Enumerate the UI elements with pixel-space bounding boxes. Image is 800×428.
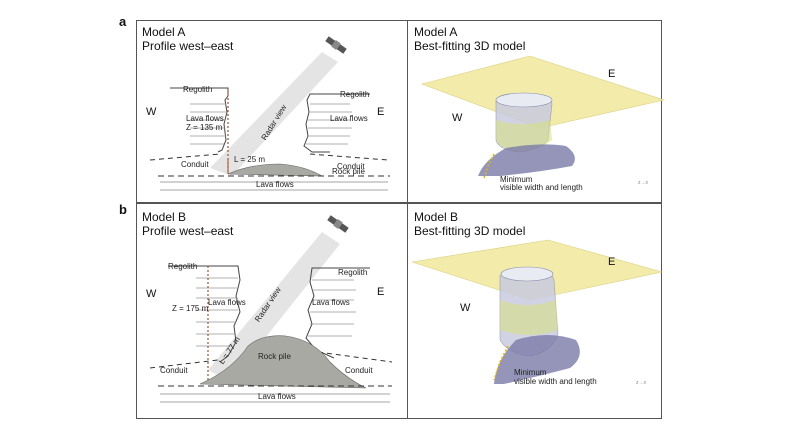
panel-a-left-title: Model A Profile west–east <box>142 25 233 53</box>
panel-a-lava-bottom: Lava flows <box>256 180 294 189</box>
rock-pile <box>227 163 324 177</box>
panel-b-lava-bottom: Lava flows <box>258 392 296 401</box>
panel-a-frame <box>136 20 662 203</box>
panel-a-annot-2: visible width and length <box>500 183 583 192</box>
panel-a-lava-east: Lava flows <box>330 114 368 123</box>
radar-beam <box>208 232 340 382</box>
panel-b-left-title: Model B Profile west–east <box>142 210 233 238</box>
satellite-icon <box>327 215 349 233</box>
panel-a-right-title-1: Model A <box>414 25 458 39</box>
panel-a-conduit-east: Conduit <box>337 162 365 171</box>
panel-a-3d-west: W <box>452 112 463 124</box>
panel-b-left-title-2: Profile west–east <box>142 224 234 238</box>
panel-a-annot-1: Minimum <box>500 175 533 184</box>
panel-b-left-title-1: Model B <box>142 210 187 224</box>
panel-b-right-title-2: Best-fitting 3D model <box>414 224 526 238</box>
panel-b-annot-1: Minimum <box>514 368 547 377</box>
panel-a-right-title: Model A Best-fitting 3D model <box>414 25 525 53</box>
panel-a-divider <box>407 20 408 203</box>
conduit-lower <box>500 300 558 335</box>
panel-b-conduit-west: Conduit <box>160 366 188 375</box>
panel-a-right-title-2: Best-fitting 3D model <box>414 39 526 53</box>
panel-a-left-title-2: Profile west–east <box>142 39 234 53</box>
conduit-lower <box>496 120 552 152</box>
satellite-icon <box>325 36 347 54</box>
panel-a-3d-east: E <box>608 68 616 80</box>
panel-a-length: L = 25 m <box>234 155 266 164</box>
panel-b-depth: Z = 175 m <box>172 304 209 313</box>
panel-a-regolith-east: Regolith <box>340 90 370 99</box>
panel-b-east-label: E <box>377 286 385 298</box>
east-wall-profile <box>303 93 370 153</box>
panel-b-annot-2: visible width and length <box>514 377 597 386</box>
panel-a-letter: a <box>119 14 127 29</box>
radar-beam <box>210 52 338 176</box>
panel-b-lava-west: Lava flows <box>208 298 246 307</box>
panel-b-regolith-west: Regolith <box>168 262 198 271</box>
panel-b-right-title: Model B Best-fitting 3D model <box>414 210 525 238</box>
panel-b-right-title-1: Model B <box>414 210 459 224</box>
panel-b-rock-pile: Rock pile <box>258 352 291 361</box>
panel-a-depth: Z = 135 m <box>186 123 223 132</box>
panel-a-east-label: E <box>377 106 385 118</box>
rock-pile-3d <box>478 144 575 176</box>
panel-a-west-label: W <box>146 106 157 118</box>
panel-b-letter: b <box>119 202 127 217</box>
rock-pile <box>199 335 367 389</box>
panel-b-lava-east: Lava flows <box>312 298 350 307</box>
panel-a-rock-pile: Rock pile <box>332 167 365 176</box>
west-wall-profile <box>168 265 241 363</box>
axes-icon: z→x <box>636 380 646 386</box>
panel-b-frame <box>136 203 662 419</box>
panel-a-regolith-west: Regolith <box>183 85 213 94</box>
panel-a-lava-west: Lava flows <box>186 114 224 123</box>
rock-pile-3d <box>494 335 580 384</box>
panel-b-regolith-east: Regolith <box>338 268 368 277</box>
panel-b-3d-west: W <box>460 302 471 314</box>
panel-b-divider <box>407 203 408 419</box>
panel-b-conduit-east: Conduit <box>345 366 373 375</box>
panel-b-3d-east: E <box>608 256 616 268</box>
panel-b-west-label: W <box>146 288 157 300</box>
axes-icon: z→x <box>638 180 648 186</box>
panel-a-conduit-west: Conduit <box>181 160 209 169</box>
panel-a-left-title-1: Model A <box>142 25 186 39</box>
